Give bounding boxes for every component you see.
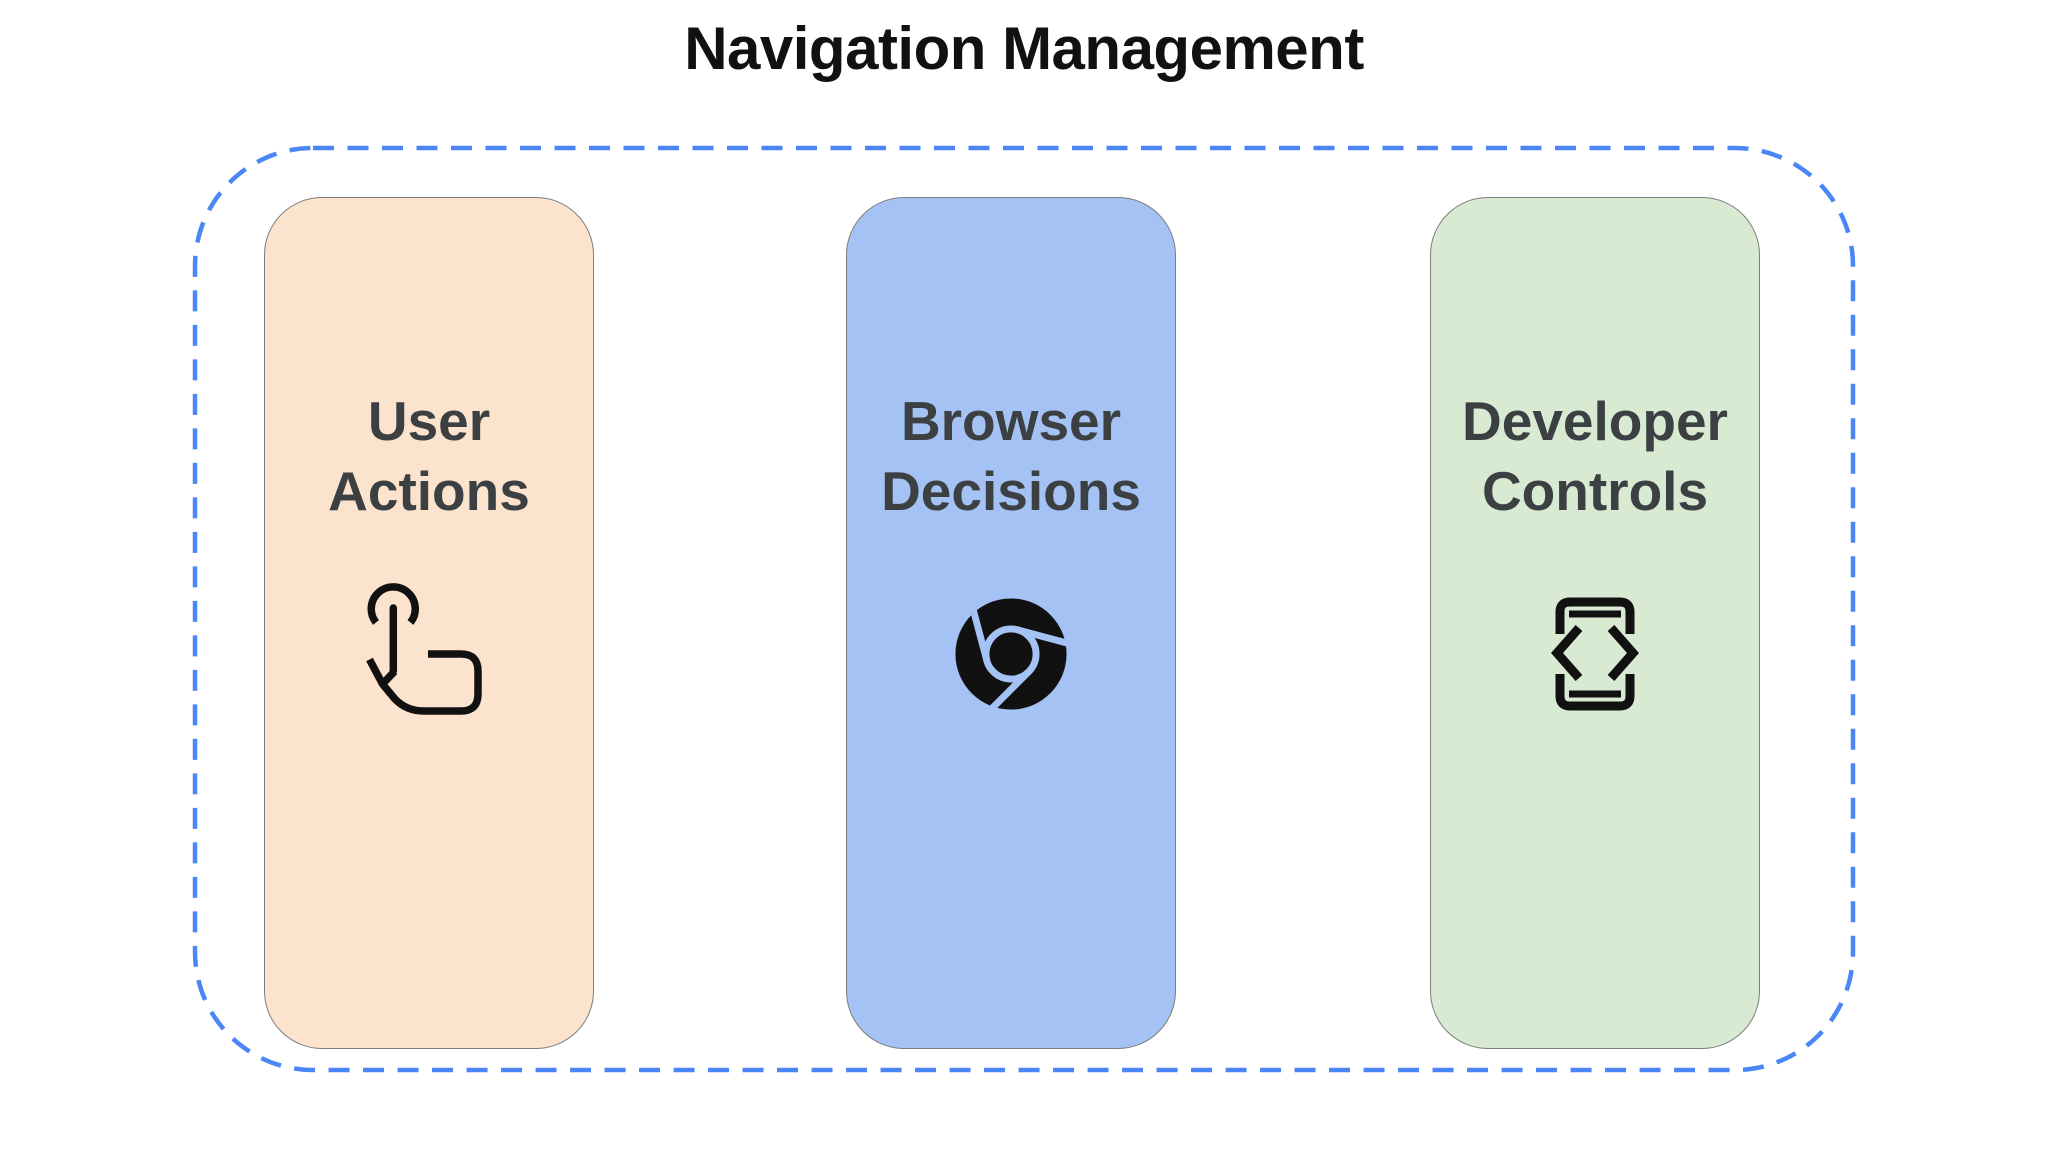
card-label-user-actions: User Actions bbox=[328, 390, 530, 523]
card-user-actions: User Actions bbox=[264, 197, 594, 1049]
card-label-browser-decisions: Browser Decisions bbox=[881, 390, 1141, 523]
developer-mode-icon bbox=[1549, 577, 1641, 731]
boundary-rect bbox=[192, 145, 1856, 1073]
touch-gesture-icon bbox=[365, 577, 493, 731]
card-developer-controls: Developer Controls bbox=[1430, 197, 1760, 1049]
page-title: Navigation Management bbox=[684, 15, 1364, 82]
chrome-browser-icon bbox=[952, 577, 1070, 731]
card-label-developer-controls: Developer Controls bbox=[1462, 390, 1728, 523]
boundary-dashed-border bbox=[192, 145, 1856, 1073]
card-browser-decisions: Browser Decisions bbox=[846, 197, 1176, 1049]
